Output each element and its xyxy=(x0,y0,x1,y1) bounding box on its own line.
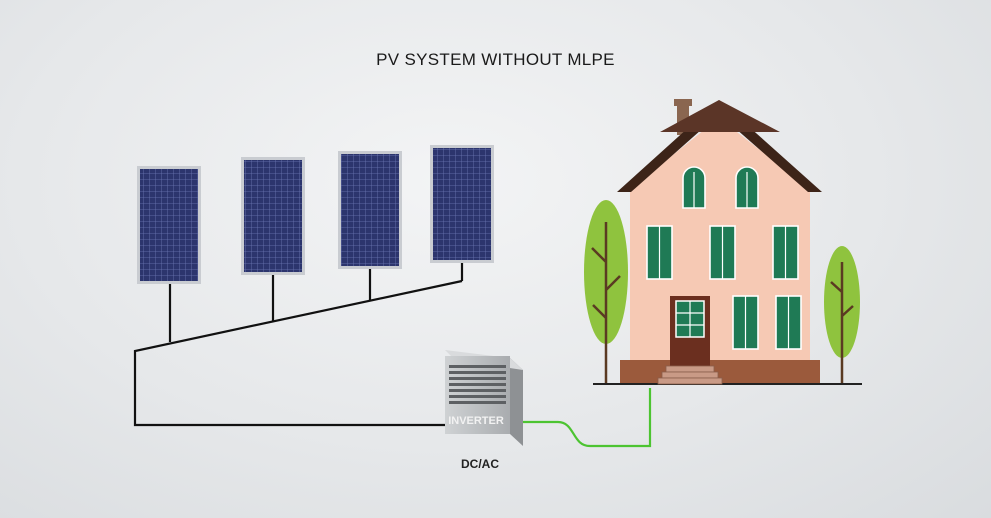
house-door xyxy=(670,296,710,366)
inverter-sublabel: DC/AC xyxy=(461,457,499,471)
solar-panel-1 xyxy=(137,166,201,284)
house-steps xyxy=(657,365,723,385)
tree-right xyxy=(824,246,860,384)
tree-left xyxy=(584,200,628,384)
dc-wiring xyxy=(133,262,464,427)
inverter-unit: INVERTER xyxy=(445,350,523,446)
inverter-vents xyxy=(449,365,506,404)
house xyxy=(593,99,862,385)
solar-panel-3 xyxy=(338,151,402,269)
solar-panel-4 xyxy=(430,145,494,263)
diagram-title: PV SYSTEM WITHOUT MLPE xyxy=(376,50,615,69)
solar-panel-2 xyxy=(241,157,305,275)
inverter-label: INVERTER xyxy=(448,415,504,427)
ac-wiring xyxy=(522,388,652,448)
